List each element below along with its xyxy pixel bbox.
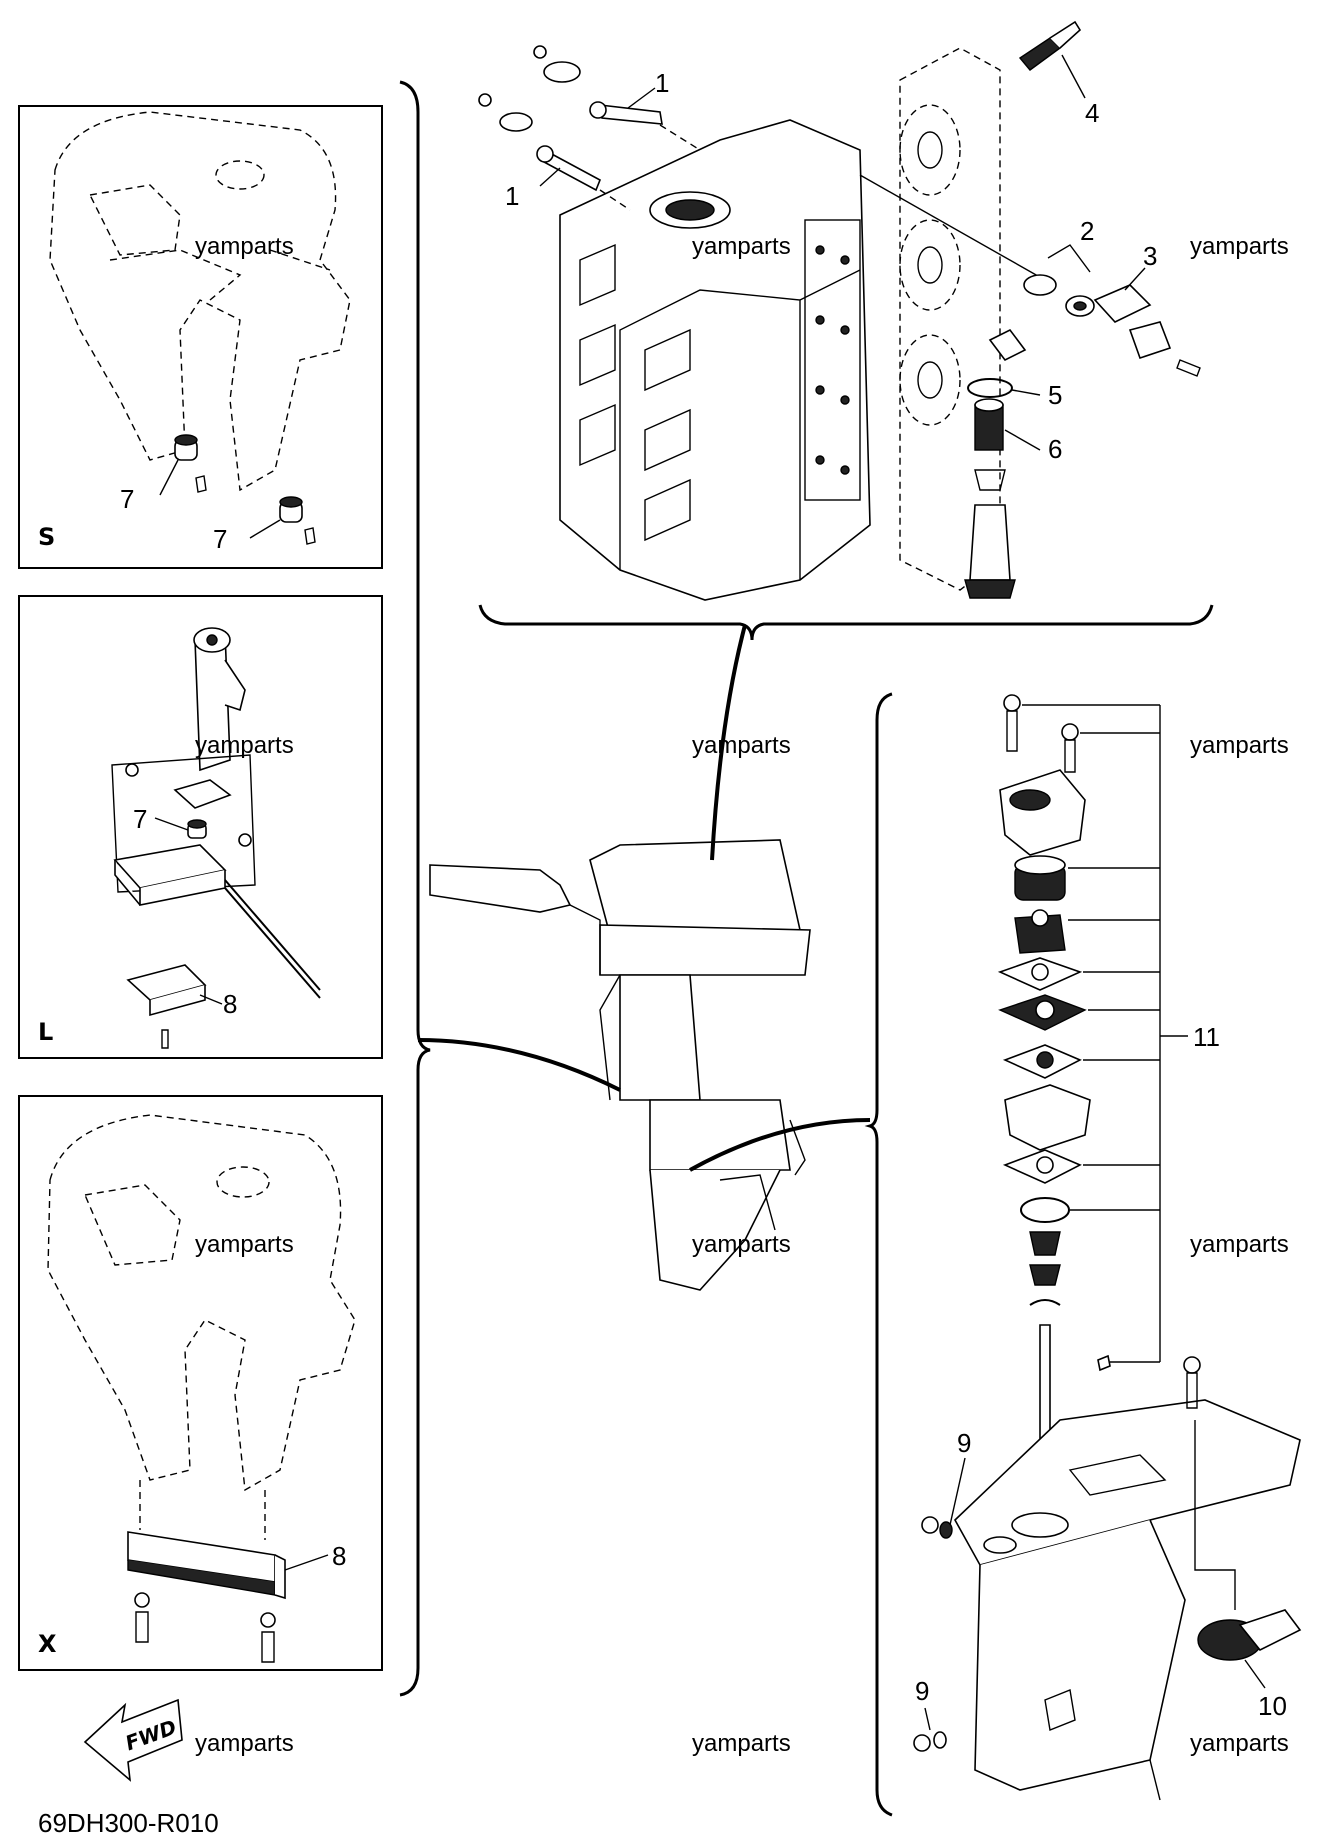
watermark-11: yamparts bbox=[692, 1730, 791, 1757]
callout-3: 3 bbox=[1143, 241, 1157, 271]
damper-s-1 bbox=[174, 434, 207, 493]
callout-1-a: 1 bbox=[655, 68, 669, 98]
screw-9-b bbox=[913, 1731, 947, 1752]
anode-10 bbox=[1197, 1609, 1302, 1661]
watermark-9: yamparts bbox=[1190, 1231, 1289, 1258]
pump-case-lower bbox=[1004, 1084, 1091, 1151]
bolt-x-1 bbox=[134, 1592, 150, 1643]
pump-gasket-c bbox=[1002, 1149, 1082, 1184]
watermark-3: yamparts bbox=[1190, 233, 1289, 260]
leader-powerhead bbox=[710, 624, 747, 861]
pump-gasket-b bbox=[1002, 1044, 1082, 1079]
callout-8-a: 8 bbox=[223, 989, 237, 1019]
damper-l bbox=[187, 819, 207, 839]
callout-7-c: 7 bbox=[133, 804, 147, 834]
bolt-pump-a bbox=[1003, 694, 1021, 752]
mount-bracket-l bbox=[113, 844, 321, 1049]
thermostat-2 bbox=[1023, 274, 1095, 317]
pump-housing bbox=[999, 769, 1086, 856]
impeller bbox=[1014, 909, 1066, 954]
callout-5: 5 bbox=[1048, 380, 1062, 410]
callout-8-b: 8 bbox=[332, 1541, 346, 1571]
cylinder-block bbox=[559, 119, 871, 601]
watermark-12: yamparts bbox=[1190, 1730, 1289, 1757]
callout-10: 10 bbox=[1258, 1691, 1287, 1721]
panel-label-x: X bbox=[38, 1630, 57, 1658]
watermark-7: yamparts bbox=[195, 1231, 294, 1258]
o-ring-5 bbox=[967, 378, 1013, 398]
callout-9-b: 9 bbox=[915, 1676, 929, 1706]
callout-6: 6 bbox=[1048, 434, 1062, 464]
watermark-8: yamparts bbox=[692, 1231, 791, 1258]
watermark-1: yamparts bbox=[195, 233, 294, 260]
lower-case bbox=[954, 1399, 1301, 1801]
damper-s-2 bbox=[279, 496, 316, 545]
gasket-3 bbox=[1093, 284, 1152, 323]
callout-7-b: 7 bbox=[213, 524, 227, 554]
callout-11: 11 bbox=[1193, 1022, 1220, 1052]
callout-9-a: 9 bbox=[957, 1428, 971, 1458]
swivel-bracket-x bbox=[47, 1114, 356, 1540]
screw-9-a bbox=[921, 1516, 953, 1539]
left-brace bbox=[399, 80, 431, 1697]
pump-gasket-a bbox=[997, 957, 1083, 991]
bolt-1-b bbox=[536, 145, 602, 192]
oil-strainer-6 bbox=[974, 398, 1004, 451]
insert-cartridge bbox=[1014, 855, 1066, 901]
diagram-code: 69DH300-R010 bbox=[38, 1808, 219, 1838]
swivel-bracket-s bbox=[49, 111, 351, 492]
panel-l-frame bbox=[18, 595, 383, 1059]
leader-lower-unit bbox=[689, 1118, 871, 1172]
tilt-cylinder-l bbox=[173, 627, 246, 809]
watermark-6: yamparts bbox=[1190, 732, 1289, 759]
watermark-5: yamparts bbox=[692, 732, 791, 759]
outer-plate bbox=[998, 994, 1087, 1031]
right-brace bbox=[864, 692, 893, 1817]
bolt-pump-b bbox=[1061, 723, 1079, 773]
watermark-10: yamparts bbox=[195, 1730, 294, 1757]
top-brace bbox=[478, 604, 1214, 641]
callout-2: 2 bbox=[1080, 216, 1094, 246]
callout-1-b: 1 bbox=[505, 181, 519, 211]
leader-bracket bbox=[417, 1038, 621, 1092]
bolt-lower-case bbox=[1183, 1356, 1201, 1409]
bolt-1-a bbox=[589, 101, 663, 125]
panel-label-l: L bbox=[38, 1018, 53, 1046]
spark-plug bbox=[1018, 20, 1082, 71]
panel-x-frame bbox=[18, 1095, 383, 1671]
panel-s-frame bbox=[18, 105, 383, 569]
watermark-4: yamparts bbox=[195, 732, 294, 759]
fwd-arrow-icon: FWD bbox=[83, 1698, 183, 1782]
watermark-2: yamparts bbox=[692, 233, 791, 260]
panel-label-s: S bbox=[38, 523, 55, 551]
kit-11-lines bbox=[1022, 704, 1188, 1363]
callout-4: 4 bbox=[1085, 98, 1099, 128]
stopper-plate-x bbox=[127, 1531, 286, 1600]
callout-7-a: 7 bbox=[120, 484, 134, 514]
outboard-motor-overview bbox=[429, 839, 811, 1291]
bolt-x-2 bbox=[260, 1612, 276, 1663]
